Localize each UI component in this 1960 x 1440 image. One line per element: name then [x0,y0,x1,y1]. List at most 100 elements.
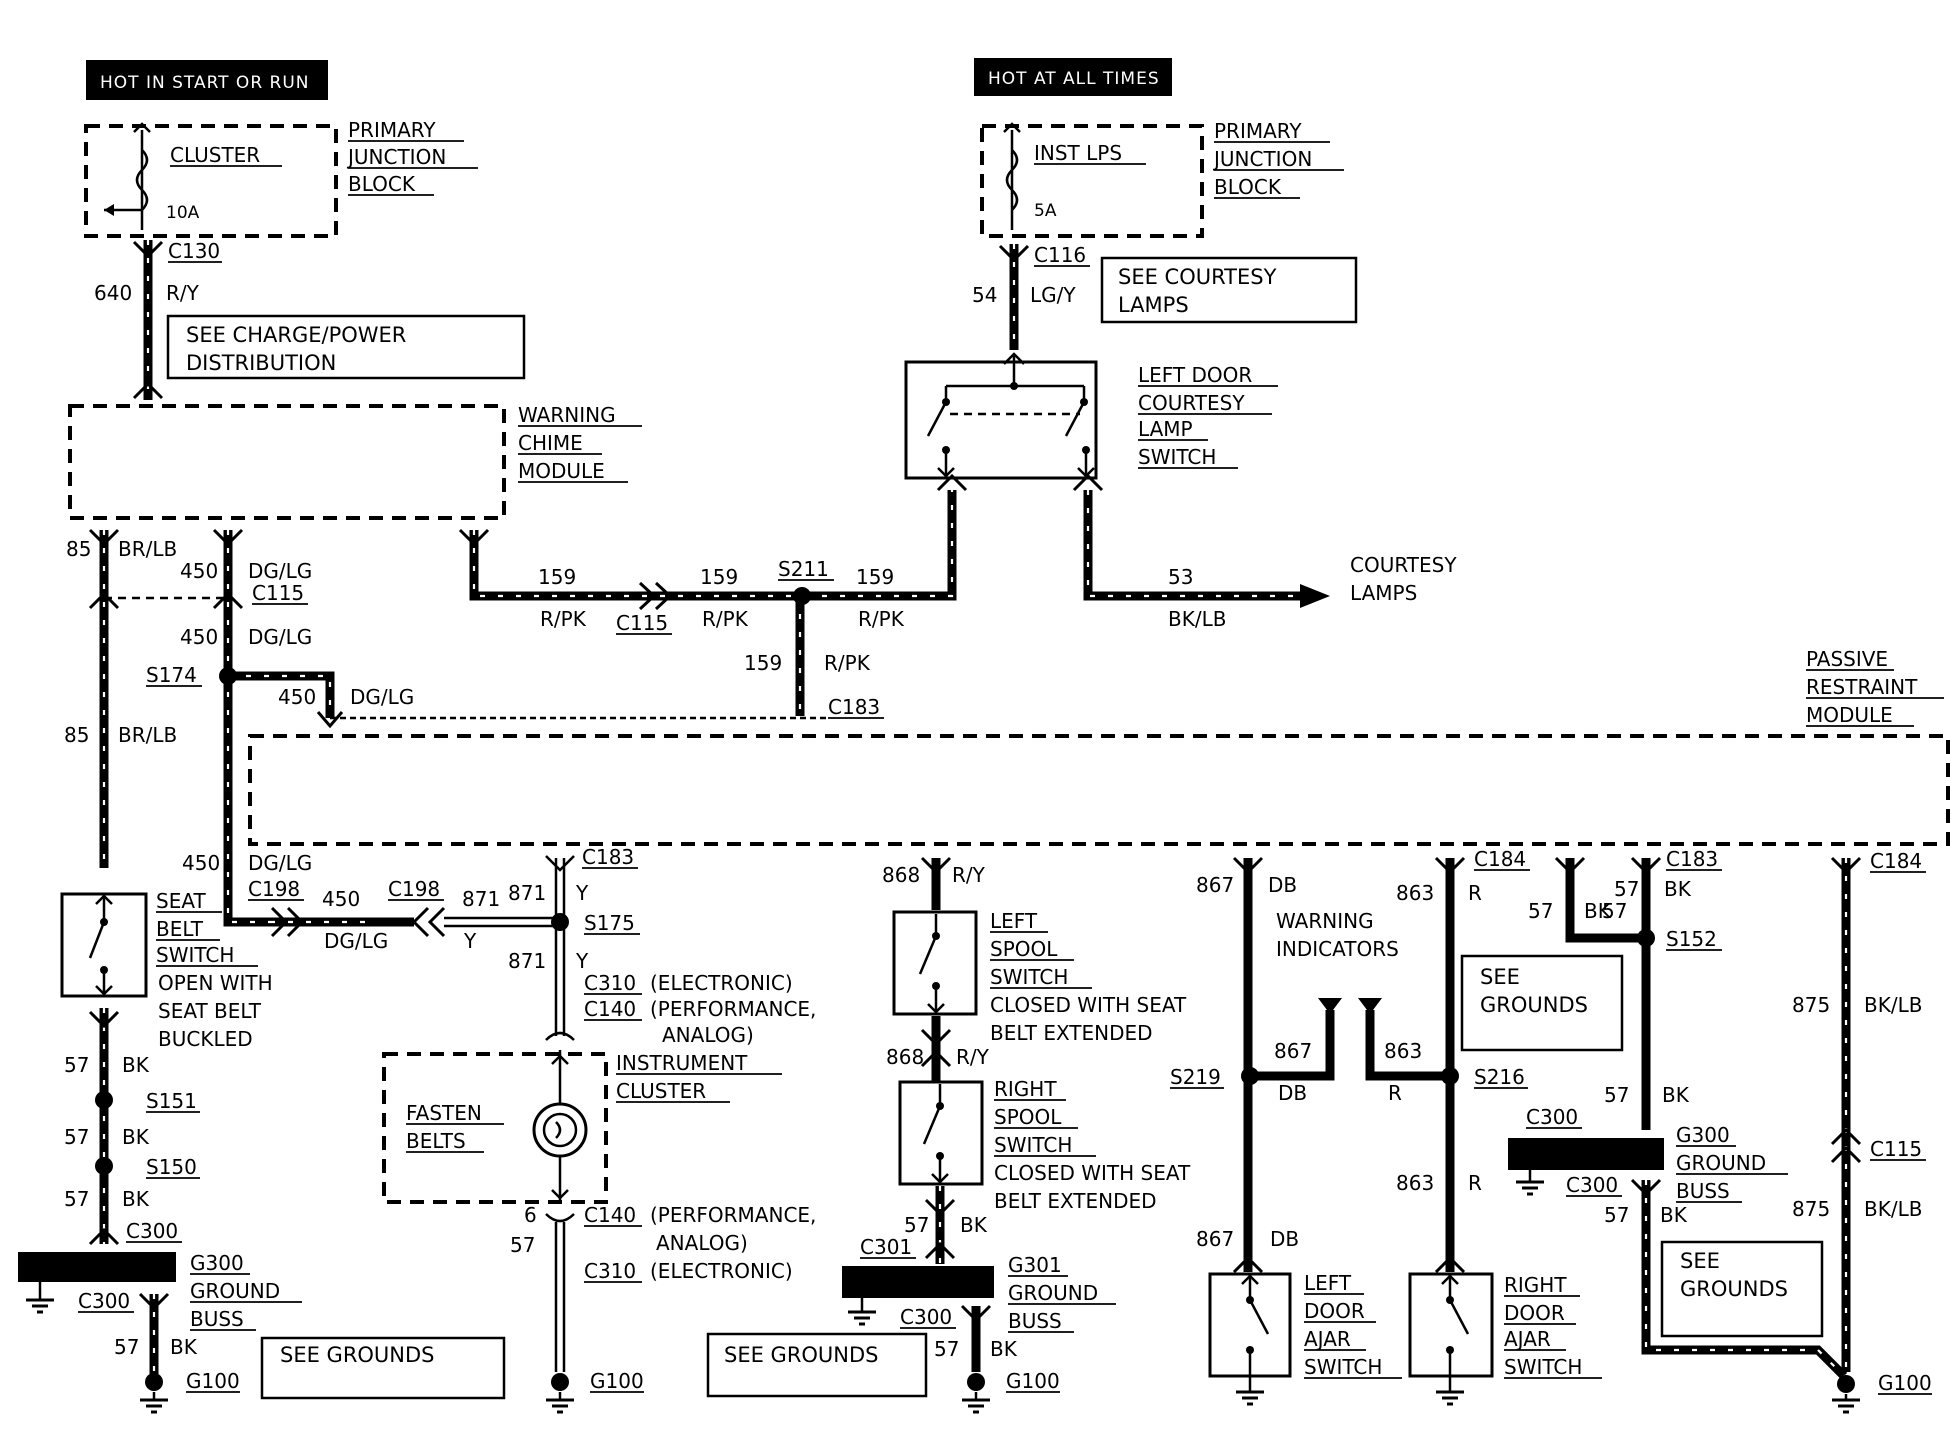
c130-label: C130 [168,239,220,263]
bklb-b: BK/LB [1864,1197,1922,1221]
seat-belt-l2: BELT [156,917,204,941]
fuse-cluster-label: CLUSTER [170,143,260,167]
bk-f: BK [960,1213,988,1237]
chime-l1: WARNING [518,403,616,427]
g300-a-l3: BUSS [190,1307,244,1331]
w57-e: 57 [510,1233,535,1257]
w57-g: 57 [934,1337,959,1361]
wire-863 [1358,856,1466,1274]
g100-d: G100 [1878,1371,1932,1395]
c116-label: C116 [1034,243,1086,267]
chime-l3: MODULE [518,459,605,483]
w868-b: 868 [886,1045,924,1069]
rspool-l3: SWITCH [994,1133,1072,1157]
c140-b: C140 [584,1203,636,1227]
y-b: Y [575,881,589,905]
bk-b: BK [122,1125,150,1149]
see-courtesy-l1: SEE COURTESY [1118,265,1277,289]
dglg-e: DG/LG [324,929,388,953]
g300-b-l3: BUSS [1676,1179,1730,1203]
lspool-l4: CLOSED WITH SEAT [990,993,1187,1017]
dglg-c: DG/LG [350,685,414,709]
rspool-l5: BELT EXTENDED [994,1189,1157,1213]
see-grounds-3-l2: GROUNDS [1480,993,1588,1017]
w159-c: 159 [856,565,894,589]
w57-c: 57 [64,1187,89,1211]
hot-all-times-tag [974,58,1172,96]
see-grounds-2: SEE GROUNDS [724,1343,879,1367]
primary-junction-block-1 [84,124,338,238]
rspool-l1: RIGHT [994,1077,1057,1101]
see-grounds-box-1 [260,1336,506,1400]
see-grounds-1: SEE GROUNDS [280,1343,435,1367]
wire-868 [842,856,994,1414]
electronic-b: (ELECTRONIC) [650,1259,793,1283]
wire-867 [1232,856,1342,1274]
c184-a: C184 [1474,847,1526,871]
db-c: DB [1270,1227,1299,1251]
ldas-l4: SWITCH [1304,1355,1382,1379]
r-b: R [1388,1081,1402,1105]
rpk-b: R/PK [702,607,749,631]
c115-left: C115 [252,581,304,605]
s174-label: S174 [146,663,197,687]
right-spool-switch [898,1080,984,1186]
hot-start-run-tag [86,60,328,100]
pjb1-label-2: JUNCTION [346,145,446,169]
wire-159 [458,473,968,716]
s175-label: S175 [584,911,635,935]
c300-e: C300 [1566,1173,1618,1197]
bklb-a: BK/LB [1864,993,1922,1017]
see-grounds-box-3 [1460,954,1624,1052]
c183-top: C183 [828,695,880,719]
c310-a: C310 [584,971,636,995]
wire-871 [545,855,575,1414]
chime-l2: CHIME [518,431,583,455]
w875-a: 875 [1792,993,1830,1017]
w867-a: 867 [1196,873,1234,897]
y-c: Y [575,949,589,973]
bk-c: BK [122,1187,150,1211]
prm-l2: RESTRAINT [1806,675,1918,699]
rpk-d: R/PK [824,651,871,675]
dglg-a: DG/LG [248,559,312,583]
wire-640 [132,240,164,400]
w57-f: 57 [904,1213,929,1237]
rspool-l2: SPOOL [994,1105,1062,1129]
c183-a: C183 [582,845,634,869]
w863-c: 863 [1396,1171,1434,1195]
c310-b: C310 [584,1259,636,1283]
fuse-cluster-amp: 10A [166,203,200,223]
lspool-l3: SWITCH [990,965,1068,989]
primary-junction-block-2 [980,124,1204,238]
w867-c: 867 [1196,1227,1234,1251]
bk-h: BK [1664,877,1692,901]
see-grounds-box-2 [706,1332,928,1398]
rdas-l3: AJAR [1504,1327,1551,1351]
dglg-b: DG/LG [248,625,312,649]
performance-a: (PERFORMANCE, [650,997,816,1021]
g301-l2: GROUND [1008,1281,1098,1305]
fuse-inst-lps [1003,122,1021,230]
s152-label: S152 [1666,927,1717,951]
lspool-l1: LEFT [990,909,1038,933]
w867-b: 867 [1274,1039,1312,1063]
g301-l1: G301 [1008,1253,1062,1277]
wire-875 [1830,856,1862,1414]
seat-belt-l6: BUCKLED [158,1027,253,1051]
s150-label: S150 [146,1155,197,1179]
w57-d: 57 [114,1335,139,1359]
left-spool-switch [892,910,978,1016]
wire-53 [1072,473,1330,608]
w6-label: 6 [524,1203,537,1227]
pjb2-label-1: PRIMARY [1214,119,1302,143]
db-a: DB [1268,873,1297,897]
g100-b: G100 [590,1369,644,1393]
hot-start-run-text: HOT IN START OR RUN [100,73,310,93]
c300-a: C300 [126,1219,178,1243]
w450-b: 450 [180,625,218,649]
wire-57-left [18,1008,176,1414]
right-door-ajar-contact [1436,1274,1470,1406]
c115-a: C115 [616,611,668,635]
seat-belt-l5: SEAT BELT [158,999,262,1023]
